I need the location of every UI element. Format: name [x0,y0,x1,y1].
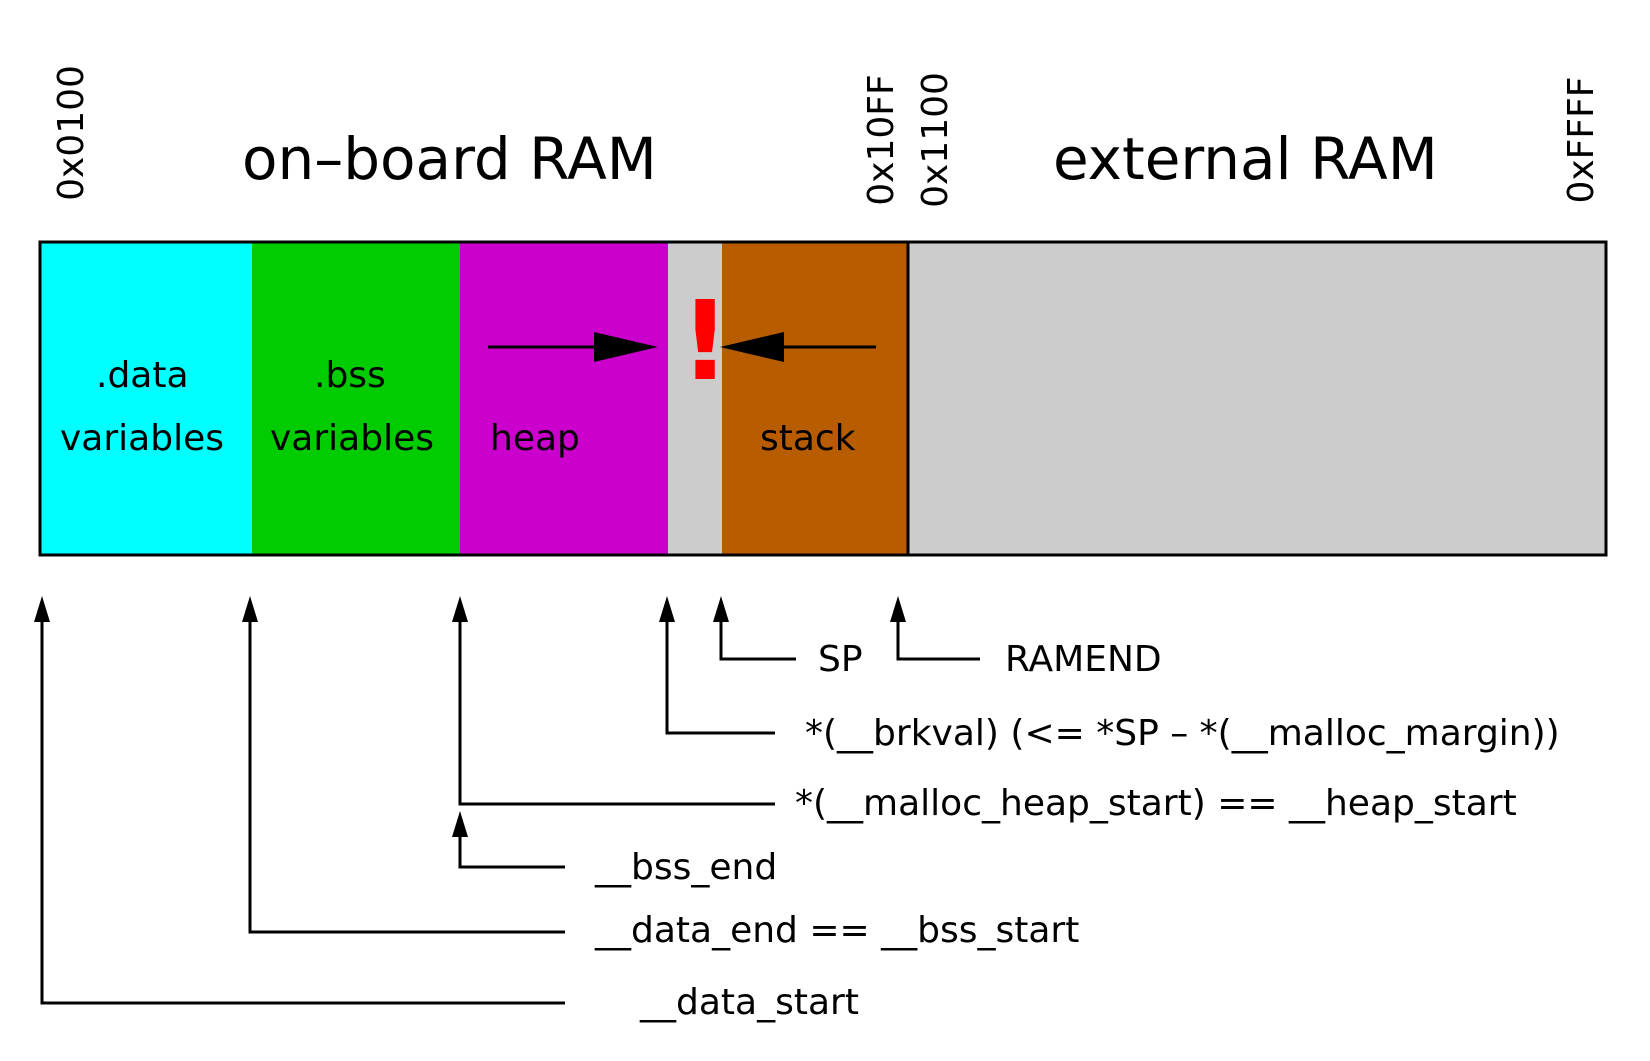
heap-start-arrowhead [452,596,468,622]
external-ram-segment [908,242,1606,555]
free-gap-segment [668,242,722,555]
heap-segment-label: heap [490,418,580,459]
brkval-arrowhead [659,596,675,622]
data-segment [40,242,252,555]
heap-segment [460,242,668,555]
sp-arrowhead [713,596,729,622]
ramend-label: RAMEND [1005,639,1162,680]
data-segment-label-2: variables [60,418,224,459]
data-start-arrowhead [34,596,50,622]
bss-segment [252,242,460,555]
ramend-arrowhead [890,596,906,622]
ramend-connector [896,620,980,661]
stack-segment [722,242,908,555]
data-segment-label-1: .data [96,355,189,396]
heap-start-connector [458,620,775,806]
sp-label: SP [818,639,863,680]
bss-end-connector [458,826,565,869]
heap-growth-arrowhead [594,332,658,362]
data-end-connector [248,620,565,934]
memory-map-outline [38,240,1608,557]
data-end-arrowhead [242,596,258,622]
brkval-connector [665,620,775,735]
stack-growth-arrowhead [720,332,784,362]
collision-warning-mark: ! [680,277,731,405]
heap-start-label: *(__malloc_heap_start) == __heap_start [795,783,1517,824]
bss-end-arrowhead [452,811,468,837]
bss-segment-label-2: variables [270,418,434,459]
sp-connector [719,620,796,661]
stack-segment-label: stack [760,418,856,459]
data-end-label: __data_end == __bss_start [595,910,1080,951]
bss-segment-label-1: .bss [314,355,386,396]
external-ram-title: external RAM [1053,125,1438,193]
onboard-ram-title: on–board RAM [242,125,657,193]
bss-end-label: __bss_end [595,847,778,888]
brkval-label: *(__brkval) (<= *SP – *(__malloc_margin)… [805,713,1560,754]
data-start-label: __data_start [640,982,859,1023]
data-start-connector [40,620,565,1005]
